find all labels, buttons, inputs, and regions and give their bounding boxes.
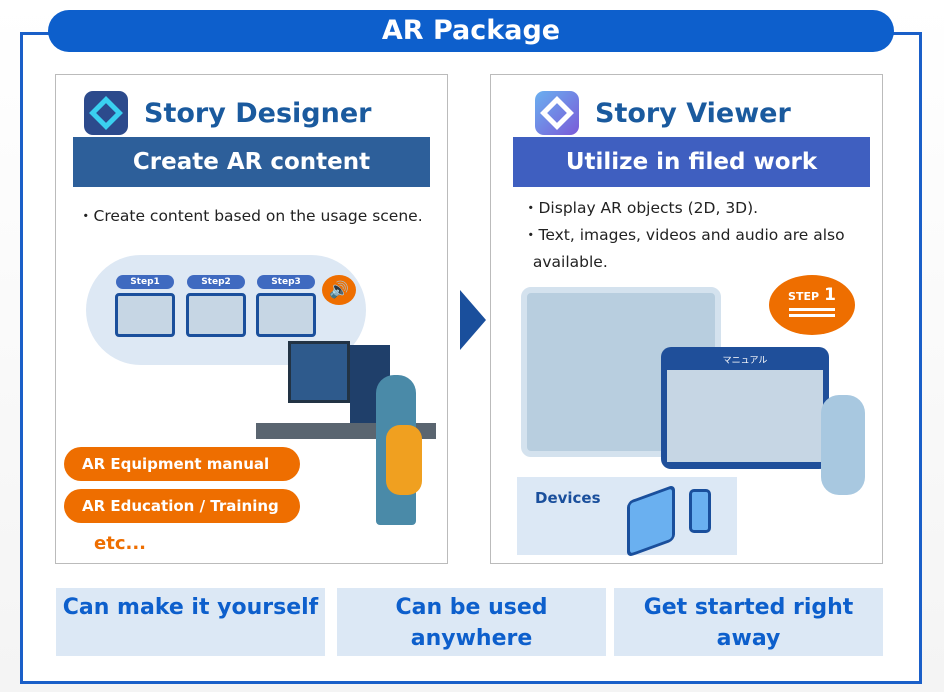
pill-equipment-manual: AR Equipment manual: [64, 447, 300, 481]
desc-line: available.: [523, 253, 608, 271]
feature-make-yourself: Can make it yourself: [56, 588, 325, 656]
monitor-illustration: [288, 341, 350, 403]
speaker-icon: 🔊: [322, 275, 356, 305]
designer-heading: Story Designer: [84, 91, 371, 135]
pill-education-training: AR Education / Training: [64, 489, 300, 523]
step-label: Step3: [257, 275, 315, 289]
tablet-device-icon: [627, 484, 675, 558]
viewer-title: Story Viewer: [595, 97, 791, 129]
chair-illustration: [386, 425, 422, 495]
bubble-step-label: STEP: [788, 290, 820, 303]
desc-line: ・Display AR objects (2D, 3D).: [523, 199, 759, 217]
viewer-heading: Story Viewer: [535, 91, 791, 135]
desc-line: ・Text, images, videos and audio are also: [523, 226, 845, 244]
step-thumbnail: [256, 293, 316, 337]
banner-title: AR Package: [48, 10, 894, 52]
arrow-right-icon: [460, 290, 486, 350]
story-viewer-logo-icon: [535, 91, 579, 135]
designer-panel: Story Designer Create AR content ・Create…: [55, 74, 448, 564]
feature-start-right-away: Get started right away: [614, 588, 883, 656]
hand-illustration: [821, 395, 865, 495]
tablet-illustration: マニュアル: [661, 347, 829, 469]
step-speech-bubble: STEP 1: [769, 275, 855, 335]
viewer-desc: ・Display AR objects (2D, 3D). ・Text, imag…: [523, 195, 845, 276]
designer-desc: ・Create content based on the usage scene…: [78, 207, 423, 225]
etc-label: etc...: [94, 533, 146, 554]
feature-use-anywhere: Can be used anywhere: [337, 588, 606, 656]
step-thumbnail: [186, 293, 246, 337]
bubble-step-number: 1: [824, 285, 836, 305]
step-thumbnail: [115, 293, 175, 337]
designer-bar: Create AR content: [73, 137, 430, 187]
devices-label: Devices: [535, 489, 601, 507]
step-label: Step2: [187, 275, 245, 289]
devices-box: Devices: [517, 477, 737, 558]
designer-title: Story Designer: [144, 97, 372, 129]
viewer-panel: Story Viewer Utilize in filed work ・Disp…: [490, 74, 883, 564]
phone-device-icon: [689, 489, 711, 533]
viewer-bar: Utilize in filed work: [513, 137, 870, 187]
tablet-title: マニュアル: [722, 356, 768, 366]
step-label: Step1: [116, 275, 174, 289]
story-designer-logo-icon: [84, 91, 128, 135]
